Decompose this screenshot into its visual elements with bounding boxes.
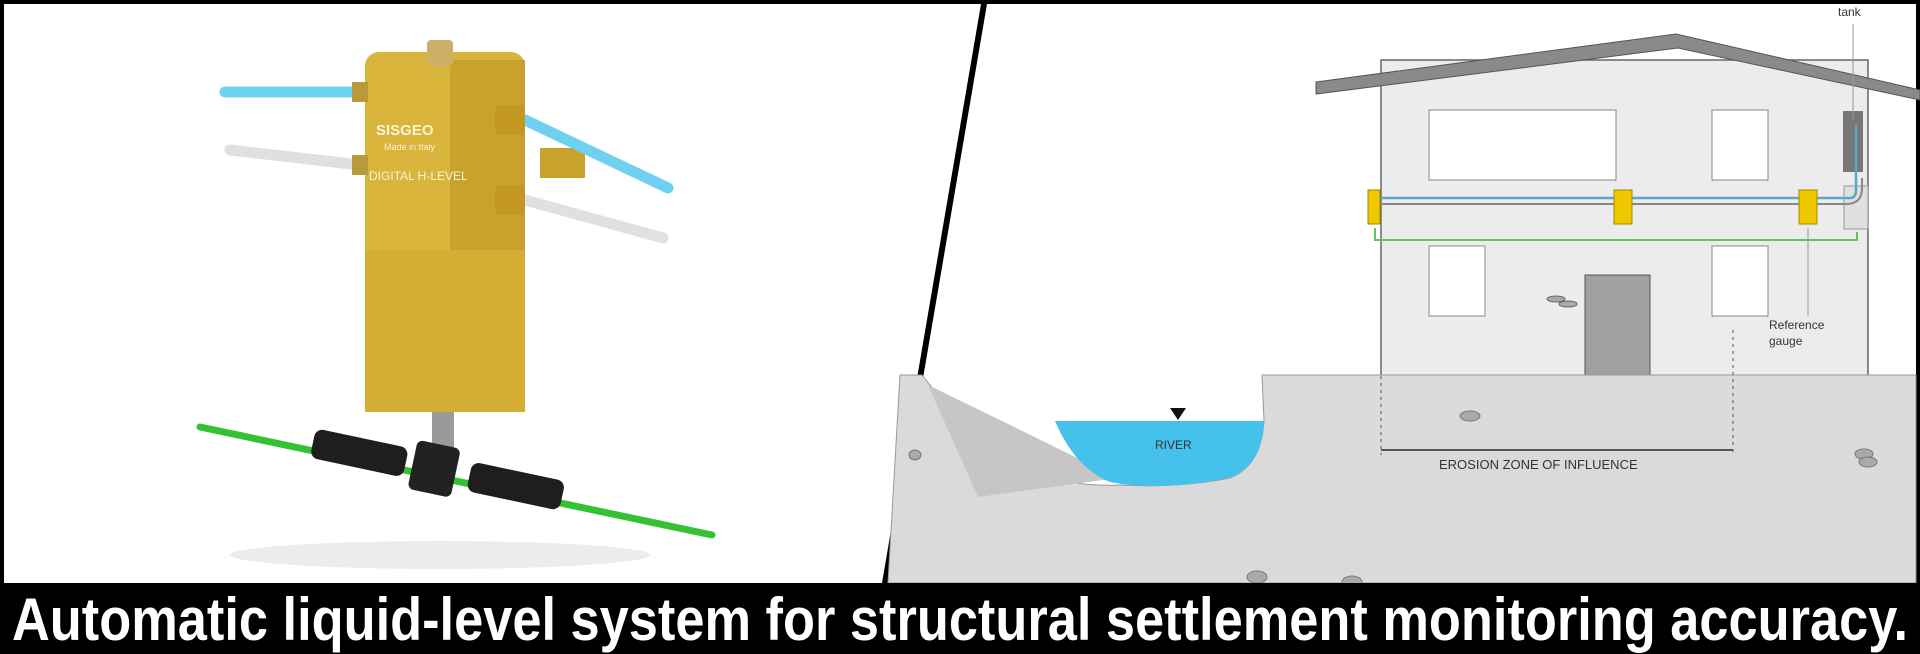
reference-label-line1: Reference [1769, 318, 1825, 332]
river-water [1055, 421, 1264, 487]
house-roof [1315, 33, 1920, 101]
settlement-gauge [1613, 189, 1633, 225]
fitting [495, 185, 525, 215]
settlement-gauge [1367, 189, 1381, 225]
model-label: DIGITAL H-LEVEL [369, 169, 468, 183]
white-tube-right [519, 194, 669, 244]
reservoir-tank [1843, 111, 1863, 172]
cable-connectors [311, 429, 564, 510]
tee-junction [408, 440, 460, 497]
erosion-zone-label: EROSION ZONE OF INFLUENCE [1439, 457, 1638, 472]
window [1428, 109, 1617, 181]
fitting [495, 105, 525, 135]
vent-cap [427, 40, 453, 66]
river-label: RIVER [1155, 438, 1192, 452]
caption-text: Automatic liquid-level system for struct… [12, 586, 1908, 653]
window [1428, 245, 1486, 317]
h-level-device: SISGEO Made in Italy DIGITAL H-LEVEL [196, 40, 716, 569]
caption-bar [0, 583, 1920, 654]
settlement-diagram: tank Reference gauge RIVER EROSION ZONE … [887, 5, 1920, 589]
stone [1558, 300, 1578, 308]
white-tube-left [224, 144, 366, 171]
air-line [1374, 178, 1863, 205]
brand-label: SISGEO [376, 122, 434, 139]
connector-left [311, 429, 408, 476]
fitting [352, 155, 368, 175]
mount-bracket [540, 148, 585, 178]
origin-label: Made in Italy [384, 142, 436, 152]
embankment [928, 385, 1118, 497]
tank-label: tank [1838, 5, 1862, 19]
stone [1546, 295, 1566, 303]
reference-label-line2: gauge [1769, 334, 1803, 348]
signal-cable [1374, 228, 1858, 241]
door [1584, 274, 1651, 377]
device-lower [365, 250, 525, 412]
reference-gauge [1798, 189, 1818, 225]
green-cable [196, 423, 716, 539]
fitting [352, 82, 368, 102]
window [1711, 109, 1769, 181]
connector-right [467, 463, 564, 510]
liquid-line [1374, 125, 1858, 200]
water-level-marker-icon [1170, 408, 1186, 420]
window [1711, 245, 1769, 317]
device-shadow [230, 541, 650, 569]
stem [432, 412, 454, 448]
blue-tube-right [519, 114, 674, 194]
